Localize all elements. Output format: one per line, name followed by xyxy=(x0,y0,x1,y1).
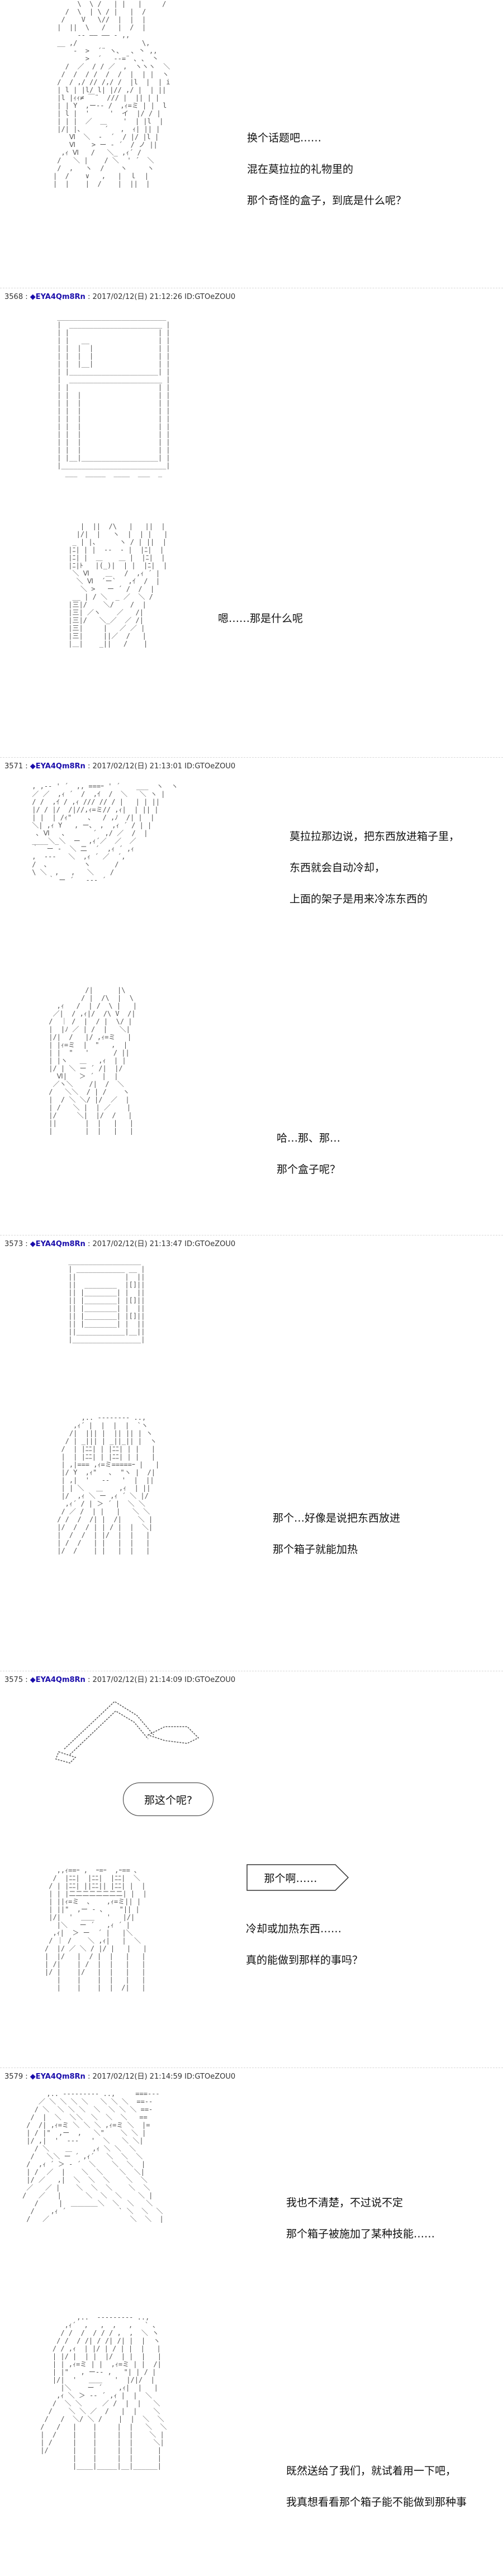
dialog-line: 上面的架子是用来冷冻东西的 xyxy=(290,893,428,905)
poster-name[interactable]: ◆EYA4Qm8Rn xyxy=(30,1676,86,1684)
dialog-line: 真的能做到那样的事吗？ xyxy=(246,1954,363,1966)
dialog-line: 冷却或加热东西…… xyxy=(246,1923,342,1935)
dialog-line: 莫拉拉那边说，把东西放进箱子里， xyxy=(290,830,460,843)
dialog-line: 我真想看看那个箱子能不能做到那种事 xyxy=(286,2496,467,2508)
dialog-text-7: 我也不清楚，不过说不定 那个箱子被施加了某种技能…… xyxy=(286,2179,435,2257)
ascii-art-character-7: ,.. ‐‐‐‐‐‐‐‐‐ .., ===‐‐- ／ ＼ ＼ ＼ ＼ ＼ ＼ ＼… xyxy=(22,2090,164,2223)
dialog-line: 那个盒子呢？ xyxy=(277,1163,341,1176)
dialog-line: 换个话题吧…… xyxy=(247,132,322,144)
post-number: 3575 : xyxy=(4,1676,28,1684)
dialog-text-8: 既然送给了我们，就试着用一下吧， 我真想看看那个箱子能不能做到那种事 xyxy=(286,2447,467,2526)
post-date: : 2017/02/12(日) 21:14:09 ID:GTOeZOU0 xyxy=(87,1676,236,1684)
dialog-line: 那个奇怪的盒子，到底是什么呢？ xyxy=(247,194,407,207)
ascii-art-character-3: , ,-‐ ' ´ ,, ===ｰ ' ´ ___ ヽ ヽ ／ ／ ,ｨ ´ /… xyxy=(32,782,178,884)
post-divider xyxy=(0,757,503,758)
dialog-text-3: 莫拉拉那边说，把东西放进箱子里， 东西就会自动冷却， 上面的架子是用来冷冻东西的 xyxy=(290,813,459,923)
dialog-text-5: 那个…好像是说把东西放进 那个箱子就能加热 xyxy=(273,1495,400,1573)
pointing-arm-drawing xyxy=(55,1701,200,1764)
poster-name[interactable]: ◆EYA4Qm8Rn xyxy=(30,2073,86,2081)
dialog-line: 那个箱子被施加了某种技能…… xyxy=(286,2228,435,2240)
post-header: 3575 : ◆EYA4Qm8Rn : 2017/02/12(日) 21:14:… xyxy=(4,1674,235,1684)
poster-name[interactable]: ◆EYA4Qm8Rn xyxy=(30,293,86,301)
ascii-art-microwave: __________________ | ____________ __ | |… xyxy=(68,1257,145,1343)
ascii-art-character-4: /| |\ / | /\ | \ ,ｨ / | / \ | | ／| / ,ｨ|… xyxy=(49,986,137,1135)
post-date: : 2017/02/12(日) 21:13:01 ID:GTOeZOU0 xyxy=(87,762,236,771)
post-date: : 2017/02/12(日) 21:12:26 ID:GTOeZOU0 xyxy=(87,293,236,301)
speech-bubble-1: 那这个呢? xyxy=(123,1783,213,1816)
ascii-art-character-8: ,.. -‐‐‐‐‐‐‐- .., ,ｨ´ , , , , ` ､ / / / … xyxy=(40,2313,167,2470)
dialog-line: 东西就会自动冷却， xyxy=(290,862,386,874)
poster-name[interactable]: ◆EYA4Qm8Rn xyxy=(30,1240,86,1248)
post-header: 3573 : ◆EYA4Qm8Rn : 2017/02/12(日) 21:13:… xyxy=(4,1238,235,1248)
dialog-line: 那个箱子就能加热 xyxy=(273,1543,358,1556)
ascii-art-character-5: ,.. -‐‐‐‐‐‐- .., ,ｨ´ | | | | `ヽ /| ||| |… xyxy=(57,1414,160,1555)
post-number: 3573 : xyxy=(4,1240,28,1248)
dialog-text-6: 冷却或加热东西…… 真的能做到那样的事吗？ xyxy=(246,1905,363,1984)
post-header: 3571 : ◆EYA4Qm8Rn : 2017/02/12(日) 21:13:… xyxy=(4,760,235,771)
speech-bubble-2: 那个啊…… xyxy=(246,1864,349,1891)
ascii-art-character-6: ,,ｨ==ｰ , ｰ=ｰ ,ｰ== ､ / |ﾆﾆ| |ﾆﾆ| |ﾆﾆ| ＼ /… xyxy=(45,1866,147,1992)
post-header: 3568 : ◆EYA4Qm8Rn : 2017/02/12(日) 21:12:… xyxy=(4,291,235,301)
bubble-text: 那个啊…… xyxy=(264,1872,317,1885)
ascii-art-character-1: \ \ / | | | / / \ | \ / | | / / V \// | … xyxy=(53,0,170,188)
bubble-text: 那这个呢? xyxy=(144,1794,193,1807)
ascii-art-refrigerator: ___________________________ | __________… xyxy=(57,313,170,477)
dialog-line: 我也不清楚，不过说不定 xyxy=(286,2197,404,2209)
post-header: 3579 : ◆EYA4Qm8Rn : 2017/02/12(日) 21:14:… xyxy=(4,2070,235,2081)
ascii-art-character-2: | || /\ | || | |/| | ヽ | | | | _ | |、 ヽ … xyxy=(68,522,168,648)
post-date: : 2017/02/12(日) 21:13:47 ID:GTOeZOU0 xyxy=(87,1240,236,1248)
dialog-line: 嗯……那是什么呢 xyxy=(218,612,303,625)
dialog-line: 混在莫拉拉的礼物里的 xyxy=(247,163,354,175)
dialog-text-2: 嗯……那是什么呢 xyxy=(218,595,303,642)
post-date: : 2017/02/12(日) 21:14:59 ID:GTOeZOU0 xyxy=(87,2073,236,2081)
post-number: 3579 : xyxy=(4,2073,28,2081)
dialog-line: 哈…那、那… xyxy=(277,1132,341,1144)
dialog-line: 那个…好像是说把东西放进 xyxy=(273,1512,401,1524)
dialog-line: 既然送给了我们，就试着用一下吧， xyxy=(286,2465,457,2477)
post-number: 3571 : xyxy=(4,762,28,771)
dialog-text-1: 换个话题吧…… 混在莫拉拉的礼物里的 那个奇怪的盒子，到底是什么呢？ xyxy=(247,115,406,224)
dialog-text-4: 哈…那、那… 那个盒子呢？ xyxy=(277,1115,340,1193)
poster-name[interactable]: ◆EYA4Qm8Rn xyxy=(30,762,86,771)
post-number: 3568 : xyxy=(4,293,28,301)
